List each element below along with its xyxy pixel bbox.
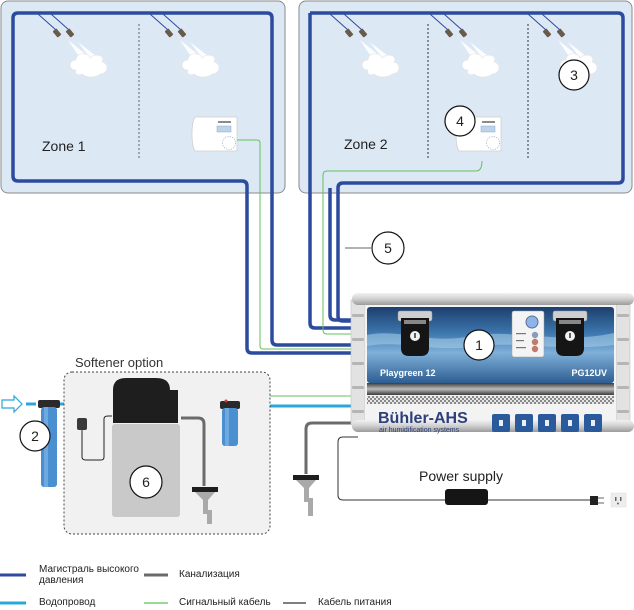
indicator-light-icon	[531, 331, 539, 339]
svg-text:6: 6	[142, 474, 150, 490]
legend-swatches	[0, 573, 306, 605]
unit-model-left: Playgreen 12	[380, 368, 436, 378]
signal-line-zone-2	[322, 160, 483, 335]
callout-5: 5	[371, 231, 405, 265]
callout-4: 4	[444, 105, 476, 137]
power-supply-label: Power supply	[419, 468, 503, 484]
zone-2-supply-line	[310, 11, 625, 323]
wall-outlet-icon	[610, 492, 627, 508]
softener-option-label: Softener option	[75, 355, 163, 370]
unit-top-rail	[352, 293, 634, 305]
svg-text:5: 5	[384, 240, 392, 256]
callout-6: 6	[129, 465, 163, 499]
zone-1-label: Zone 1	[42, 138, 86, 154]
zone-2-box	[298, 0, 633, 194]
legend-high-pressure: Магистраль высокого давления	[39, 564, 139, 586]
unit-metal-strip	[367, 383, 614, 395]
svg-text:1: 1	[475, 337, 483, 353]
brand-tagline: air humidification systems	[379, 427, 460, 434]
nozzle-feeds	[37, 13, 561, 31]
power-cable	[337, 436, 590, 501]
svg-text:2: 2	[31, 428, 39, 444]
pump-right-icon	[552, 310, 588, 356]
unit-feature-buttons	[492, 414, 602, 432]
brand-logo: Bühler-AHS	[378, 410, 468, 427]
svg-text:4: 4	[456, 113, 464, 129]
power-plug-icon	[590, 496, 604, 505]
signal-line-zone-1	[237, 139, 358, 350]
indicator-light-icon	[531, 345, 539, 353]
power-switch-icon	[525, 315, 539, 329]
svg-text:3: 3	[570, 67, 578, 83]
power-adapter-icon	[445, 489, 488, 505]
zone-1-pressure-line	[11, 11, 358, 355]
legend-water: Водопровод	[39, 597, 96, 608]
callout-1: 1	[463, 329, 495, 361]
legend-drain: Канализация	[179, 569, 240, 580]
unit-mesh-strip	[367, 396, 614, 404]
zone-2-label: Zone 2	[344, 136, 388, 152]
zone-2-return-line	[328, 188, 358, 322]
post-filter-icon	[220, 399, 240, 446]
callout-2: 2	[19, 420, 51, 452]
humidifier-unit: Playgreen 12 PG12UV Bühler-AHS air humid…	[350, 293, 634, 434]
pump-left-icon	[397, 310, 433, 356]
legend-power-cable: Кабель питания	[318, 597, 392, 608]
thermostat-zone-1-icon	[191, 116, 238, 152]
high-pressure-lines	[11, 11, 625, 355]
legend-signal-cable: Сигнальный кабель	[179, 597, 271, 608]
indicator-light-icon	[531, 338, 539, 346]
callout-3: 3	[558, 59, 590, 91]
unit-control-panel	[511, 310, 545, 358]
water-inlet-arrow-icon	[1, 394, 23, 414]
drain-funnel-unit-icon	[293, 475, 319, 516]
drain-funnel-softener-icon	[192, 487, 218, 524]
unit-model-right: PG12UV	[571, 368, 607, 378]
drain-lines	[181, 416, 358, 486]
zone-1-box	[0, 0, 286, 194]
